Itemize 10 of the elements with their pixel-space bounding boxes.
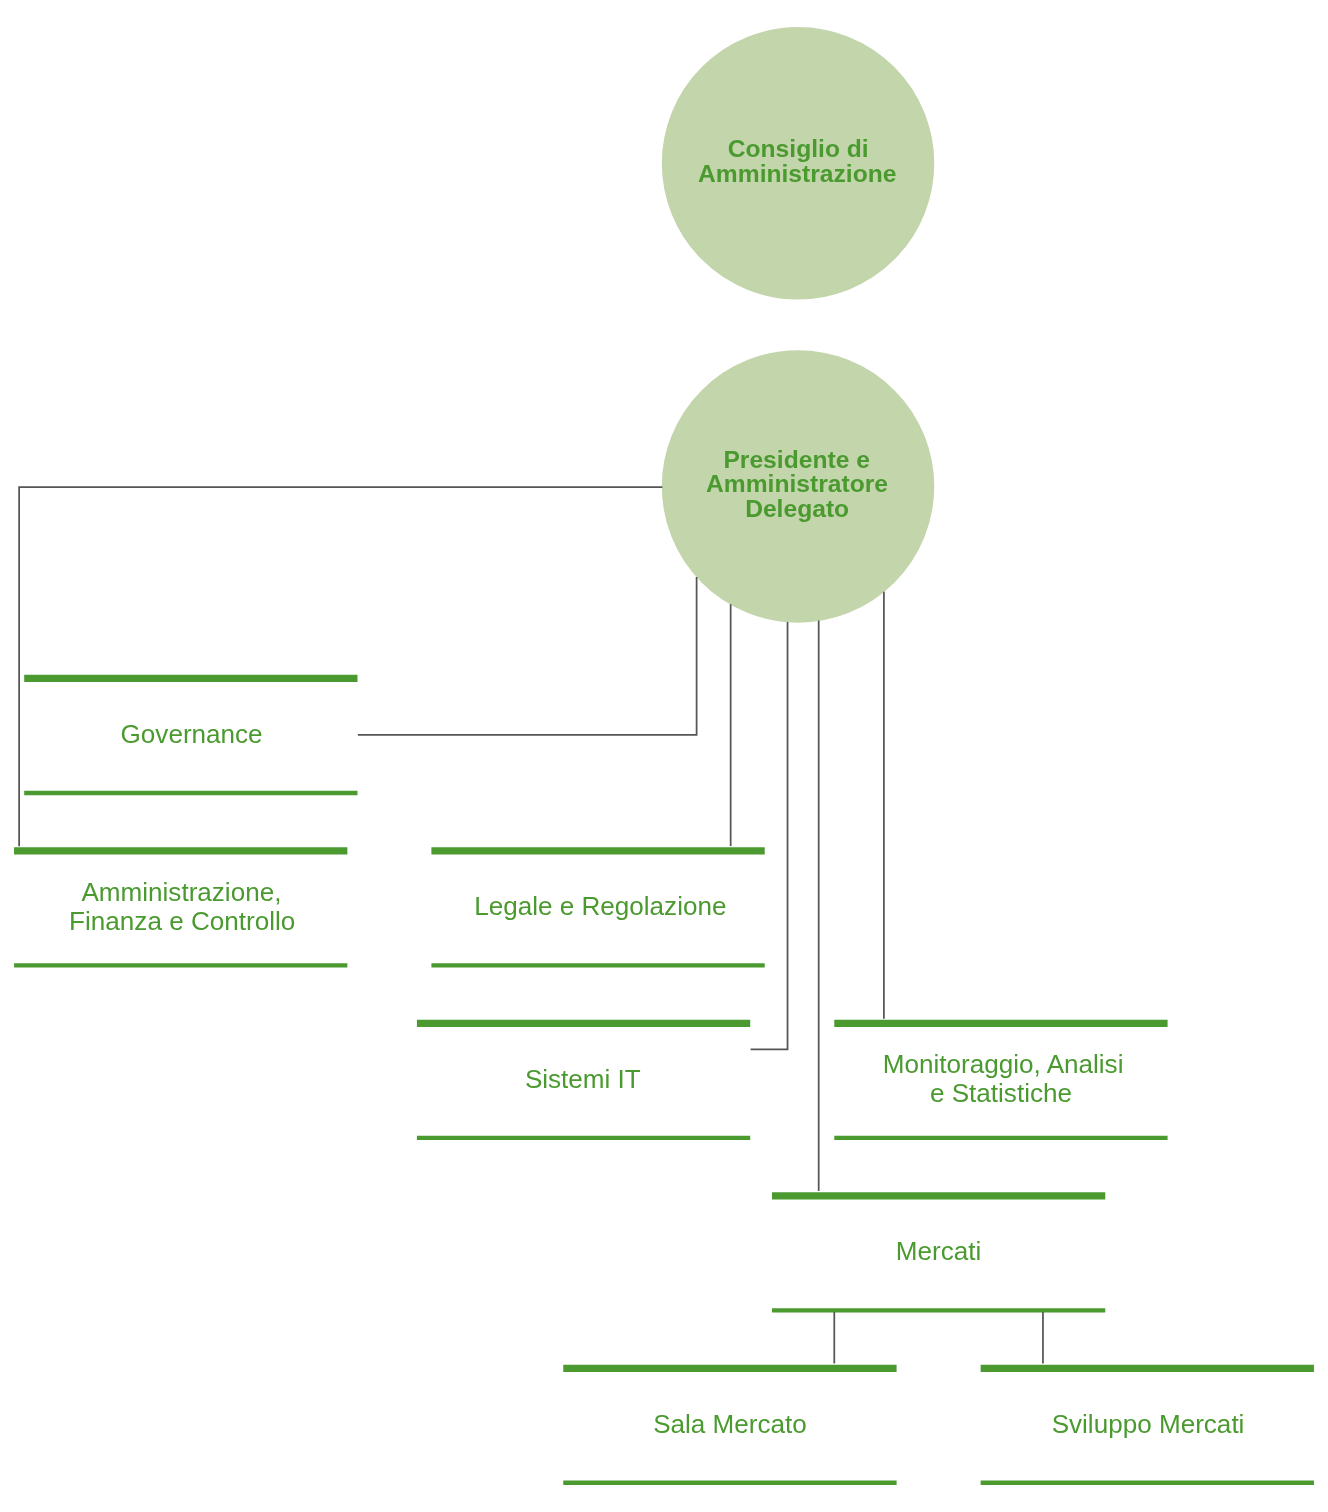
node-circle: Presidente e Amministratore Delegato xyxy=(661,350,935,623)
connector xyxy=(729,603,732,847)
connector xyxy=(817,619,820,1192)
connector xyxy=(1042,1311,1044,1365)
node-circle: Consiglio di Amministrazione xyxy=(661,27,935,300)
connector xyxy=(18,486,664,847)
connector xyxy=(357,576,698,736)
connector xyxy=(883,590,885,1020)
connector xyxy=(833,1311,836,1365)
connector xyxy=(749,621,789,1051)
